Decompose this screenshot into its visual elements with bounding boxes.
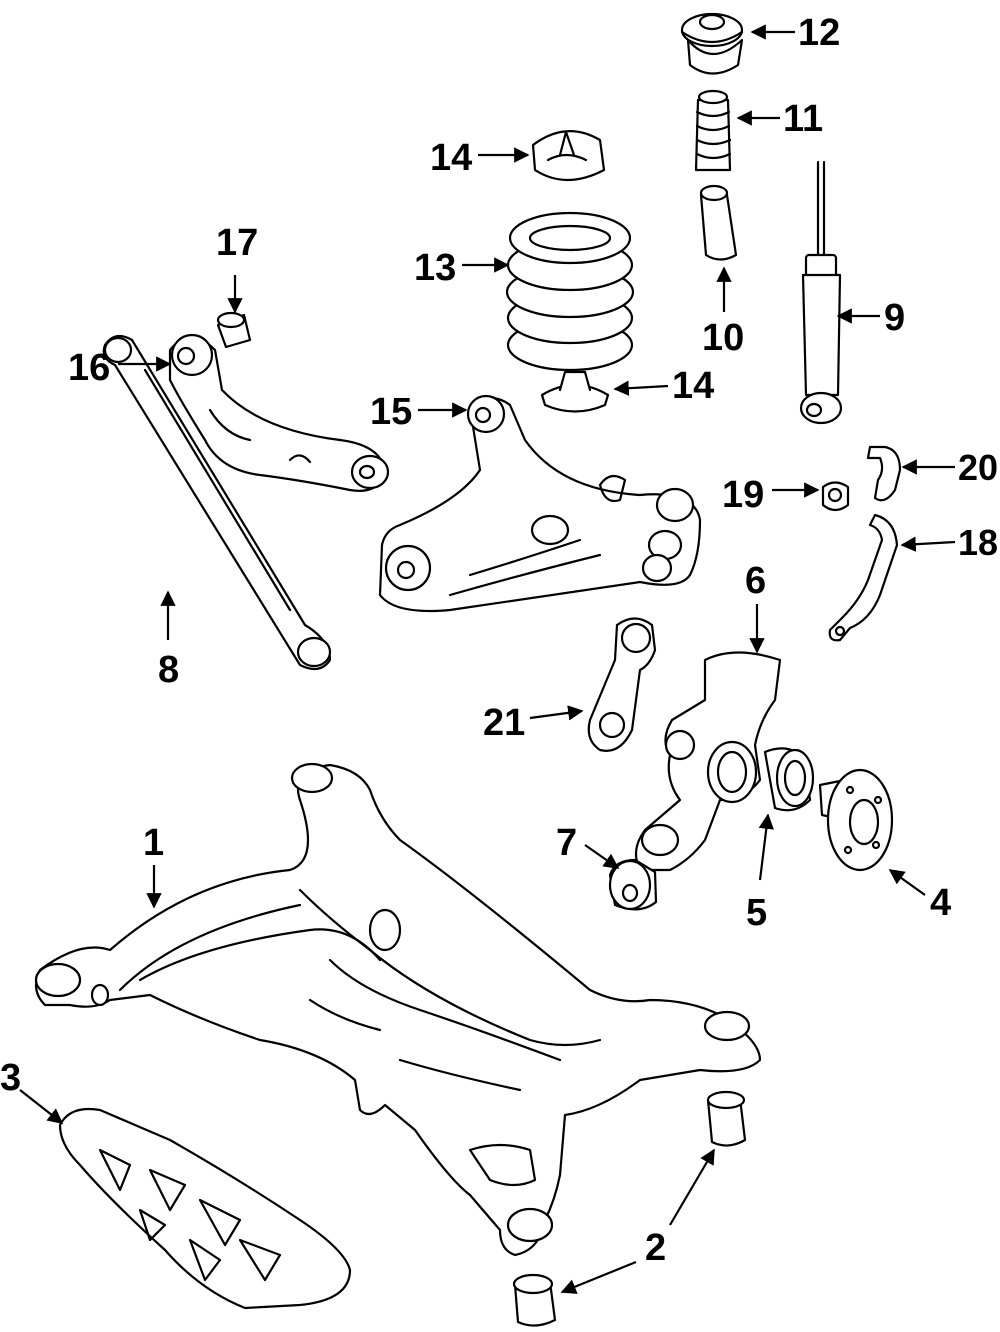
callout-12: 12 (798, 12, 840, 54)
callout-14-upper: 14 (430, 137, 472, 179)
callout-19: 19 (722, 474, 764, 516)
arrow-14b (613, 380, 669, 396)
callout-3: 3 (0, 1057, 21, 1099)
callout-4: 4 (930, 882, 951, 924)
part-14-lower-spring-seat (540, 370, 610, 413)
part-4-hub-flange (818, 768, 894, 872)
part-6-knuckle (634, 651, 782, 872)
part-17-bushing (216, 311, 252, 349)
part-10-dust-boot (699, 184, 738, 261)
part-13-coil-spring (505, 211, 635, 372)
part-7-bushing (608, 858, 658, 911)
callout-14-lower: 14 (672, 365, 714, 407)
callout-10: 10 (702, 317, 744, 359)
callout-5: 5 (746, 892, 767, 934)
callout-9: 9 (884, 297, 905, 339)
part-15-lower-control-arm (378, 394, 702, 613)
arrow-5 (758, 813, 774, 881)
callout-16: 16 (68, 347, 110, 389)
callout-15: 15 (370, 391, 412, 433)
arrow-2a (669, 1148, 715, 1226)
callout-2: 2 (645, 1227, 666, 1269)
part-5-wheel-bearing (763, 747, 815, 812)
arrow-7 (584, 844, 620, 869)
part-21-link (587, 617, 657, 752)
part-12-strut-mount (680, 12, 744, 75)
callout-1: 1 (143, 822, 164, 864)
arrow-18 (900, 536, 956, 552)
part-14-upper-spring-seat (531, 130, 606, 181)
part-8-lateral-link (102, 334, 332, 671)
callout-8: 8 (158, 649, 179, 691)
callout-21: 21 (483, 702, 525, 744)
callout-11: 11 (783, 98, 823, 140)
arrow-2b (560, 1260, 637, 1294)
part-20-bracket (866, 445, 902, 502)
part-1-subframe (34, 762, 762, 1257)
arrow-21 (529, 705, 584, 721)
part-2-mount-lower (512, 1273, 557, 1327)
part-11-bump-stop (694, 89, 732, 172)
callout-18: 18 (958, 522, 998, 563)
part-19-stabilizer-bushing (821, 481, 850, 512)
part-9-shock-absorber (799, 160, 843, 425)
callout-6: 6 (745, 560, 766, 602)
callout-17: 17 (216, 222, 258, 264)
part-3-skid-plate (58, 1107, 352, 1310)
arrow-4 (888, 869, 926, 896)
callout-20: 20 (958, 447, 998, 488)
part-2-mount-upper (706, 1090, 747, 1147)
callout-13: 13 (414, 247, 456, 289)
callout-7: 7 (556, 822, 577, 864)
part-16-upper-control-arm (168, 333, 390, 492)
callout-arrows (19, 24, 956, 1294)
part-18-stabilizer-bar (828, 513, 899, 642)
callout-labels: 12 11 14 13 10 9 14 17 16 15 19 20 18 8 … (0, 12, 998, 1269)
arrow-3 (19, 1089, 64, 1124)
